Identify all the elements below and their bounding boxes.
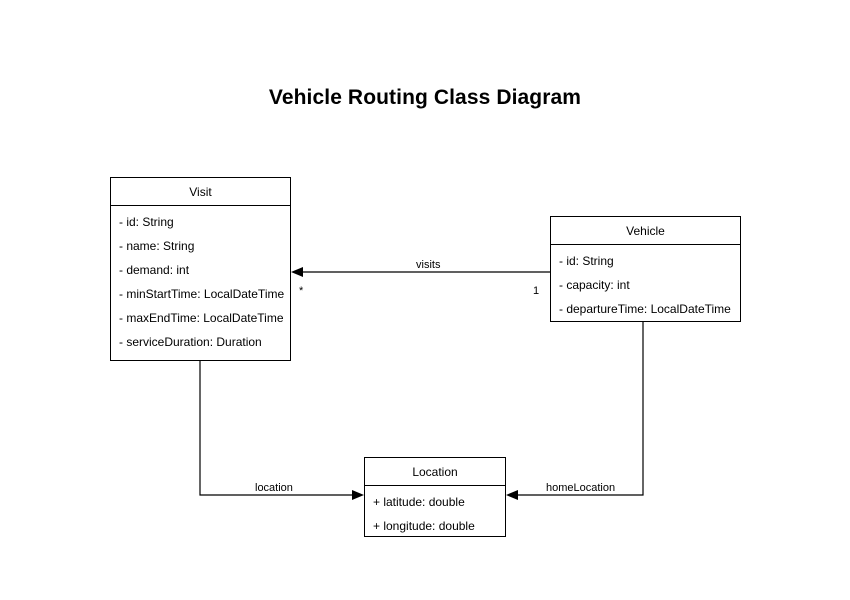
attribute-row: - demand: int xyxy=(119,263,190,277)
attribute-row: - id: String xyxy=(559,254,614,268)
class-name-location: Location xyxy=(365,458,505,486)
edge-location-line xyxy=(199,361,356,496)
page-title: Vehicle Routing Class Diagram xyxy=(268,86,582,109)
attribute-row: - departureTime: LocalDateTime xyxy=(559,302,731,316)
attribute-row: - minStartTime: LocalDateTime xyxy=(119,287,285,301)
class-attributes-visit: - id: String - name: String - demand: in… xyxy=(111,206,290,358)
arrowhead-left-icon xyxy=(291,267,303,277)
edge-label-visits: visits xyxy=(416,259,441,271)
attribute-row: - id: String xyxy=(119,215,174,229)
edge-location xyxy=(199,361,364,500)
edge-homelocation xyxy=(506,322,644,500)
class-attributes-location: + latitude: double + longitude: double xyxy=(365,486,505,542)
edge-label-location: location xyxy=(255,482,293,494)
attribute-row: + latitude: double xyxy=(373,495,465,509)
class-name-visit: Visit xyxy=(111,178,290,206)
class-attributes-vehicle: - id: String - capacity: int - departure… xyxy=(551,245,740,325)
multiplicity-vehicle: 1 xyxy=(533,285,540,297)
attribute-row: - capacity: int xyxy=(559,278,630,292)
arrowhead-right-icon xyxy=(352,490,364,500)
attribute-row: - name: String xyxy=(119,239,195,253)
attribute-row: - serviceDuration: Duration xyxy=(119,335,262,349)
class-name-vehicle: Vehicle xyxy=(551,217,740,245)
class-box-location[interactable]: Location + latitude: double + longitude:… xyxy=(364,457,506,537)
class-box-visit[interactable]: Visit - id: String - name: String - dema… xyxy=(110,177,291,361)
multiplicity-visit: * xyxy=(299,285,304,297)
edge-label-homelocation: homeLocation xyxy=(546,482,616,494)
class-box-vehicle[interactable]: Vehicle - id: String - capacity: int - d… xyxy=(550,216,741,322)
attribute-row: + longitude: double xyxy=(373,519,475,533)
edge-homelocation-line xyxy=(514,322,644,496)
attribute-row: - maxEndTime: LocalDateTime xyxy=(119,311,284,325)
arrowhead-left-icon xyxy=(506,490,518,500)
